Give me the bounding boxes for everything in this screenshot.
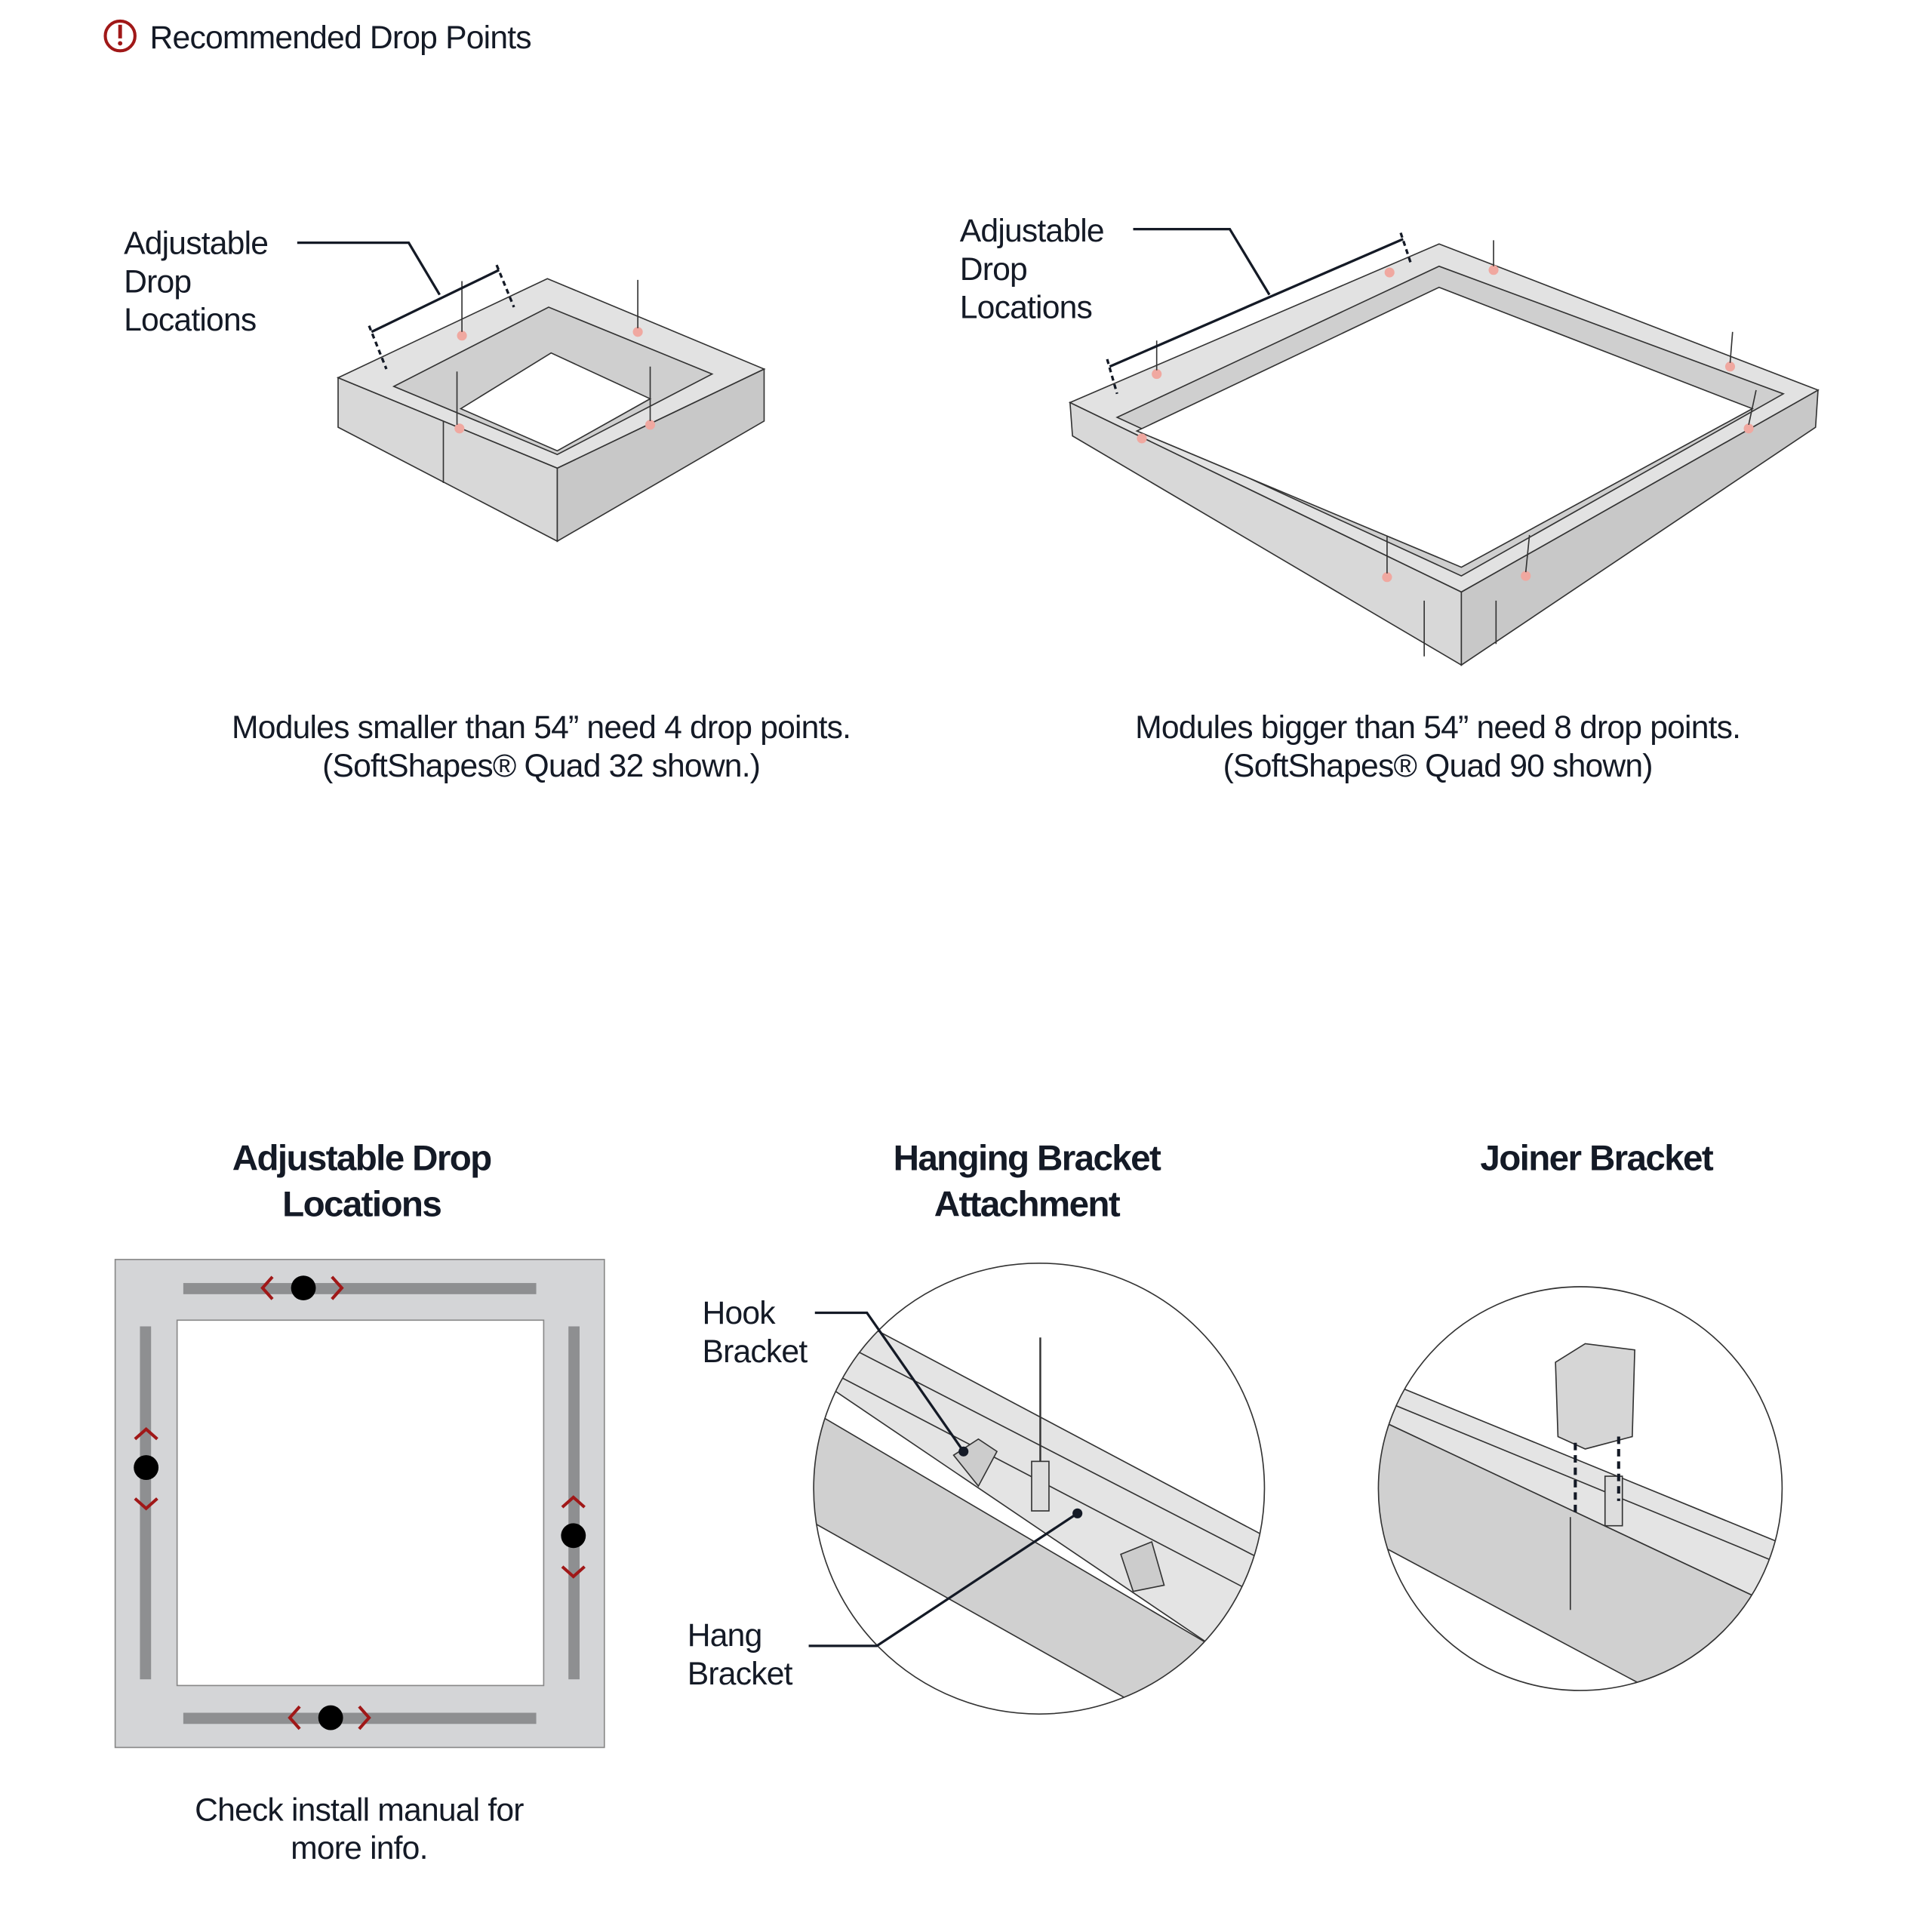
small-module-caption: Modules smaller than 54” need 4 drop poi… — [232, 708, 851, 784]
panel-title-joiner-bracket: Joiner Bracket — [1480, 1139, 1713, 1180]
drop-point-markers — [134, 1275, 586, 1730]
large-frame-leader-line — [1106, 227, 1412, 395]
drop-locations-plan-diagram — [114, 1259, 605, 1749]
bracket-callout-lines — [808, 1311, 1078, 1647]
large-module-caption: Modules bigger than 54” need 8 drop poin… — [1135, 708, 1741, 784]
page-title: Recommended Drop Points — [149, 18, 532, 56]
joiner-bracket-detail — [1378, 1343, 1783, 1690]
small-frame-leader-line — [297, 241, 515, 370]
hanging-bracket-detail — [814, 1324, 1265, 1715]
large-frame-illustration — [1068, 240, 1820, 666]
small-frame-illustration — [336, 278, 766, 543]
adjust-arrow-icons — [134, 1275, 586, 1730]
